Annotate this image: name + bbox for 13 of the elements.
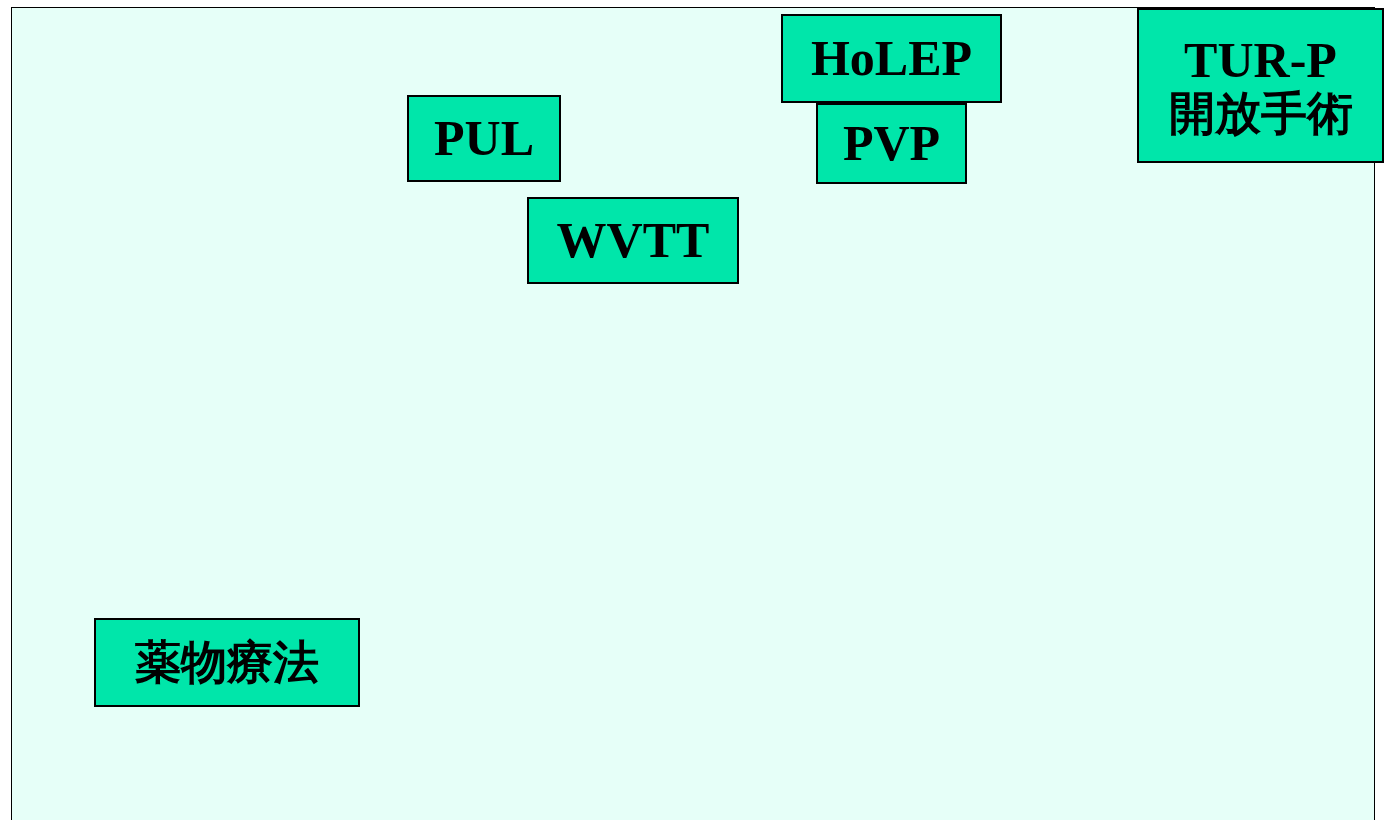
- treatment-box: [407, 95, 561, 182]
- treatment-label: PVP: [842, 116, 941, 171]
- treatment-label: 薬物療法: [135, 637, 319, 688]
- treatment-label: PUL: [434, 111, 534, 166]
- treatment-box: [1137, 8, 1384, 163]
- treatment-box: [527, 197, 739, 284]
- treatment-label: WVTT: [556, 213, 710, 268]
- treatment-label: TUR-P: [1184, 32, 1337, 88]
- treatment-box: [816, 103, 967, 184]
- treatment-box: [781, 14, 1002, 103]
- treatment-label: 開放手術: [1168, 87, 1353, 139]
- treatment-label: HoLEP: [810, 31, 973, 86]
- treatment-box: [94, 618, 360, 707]
